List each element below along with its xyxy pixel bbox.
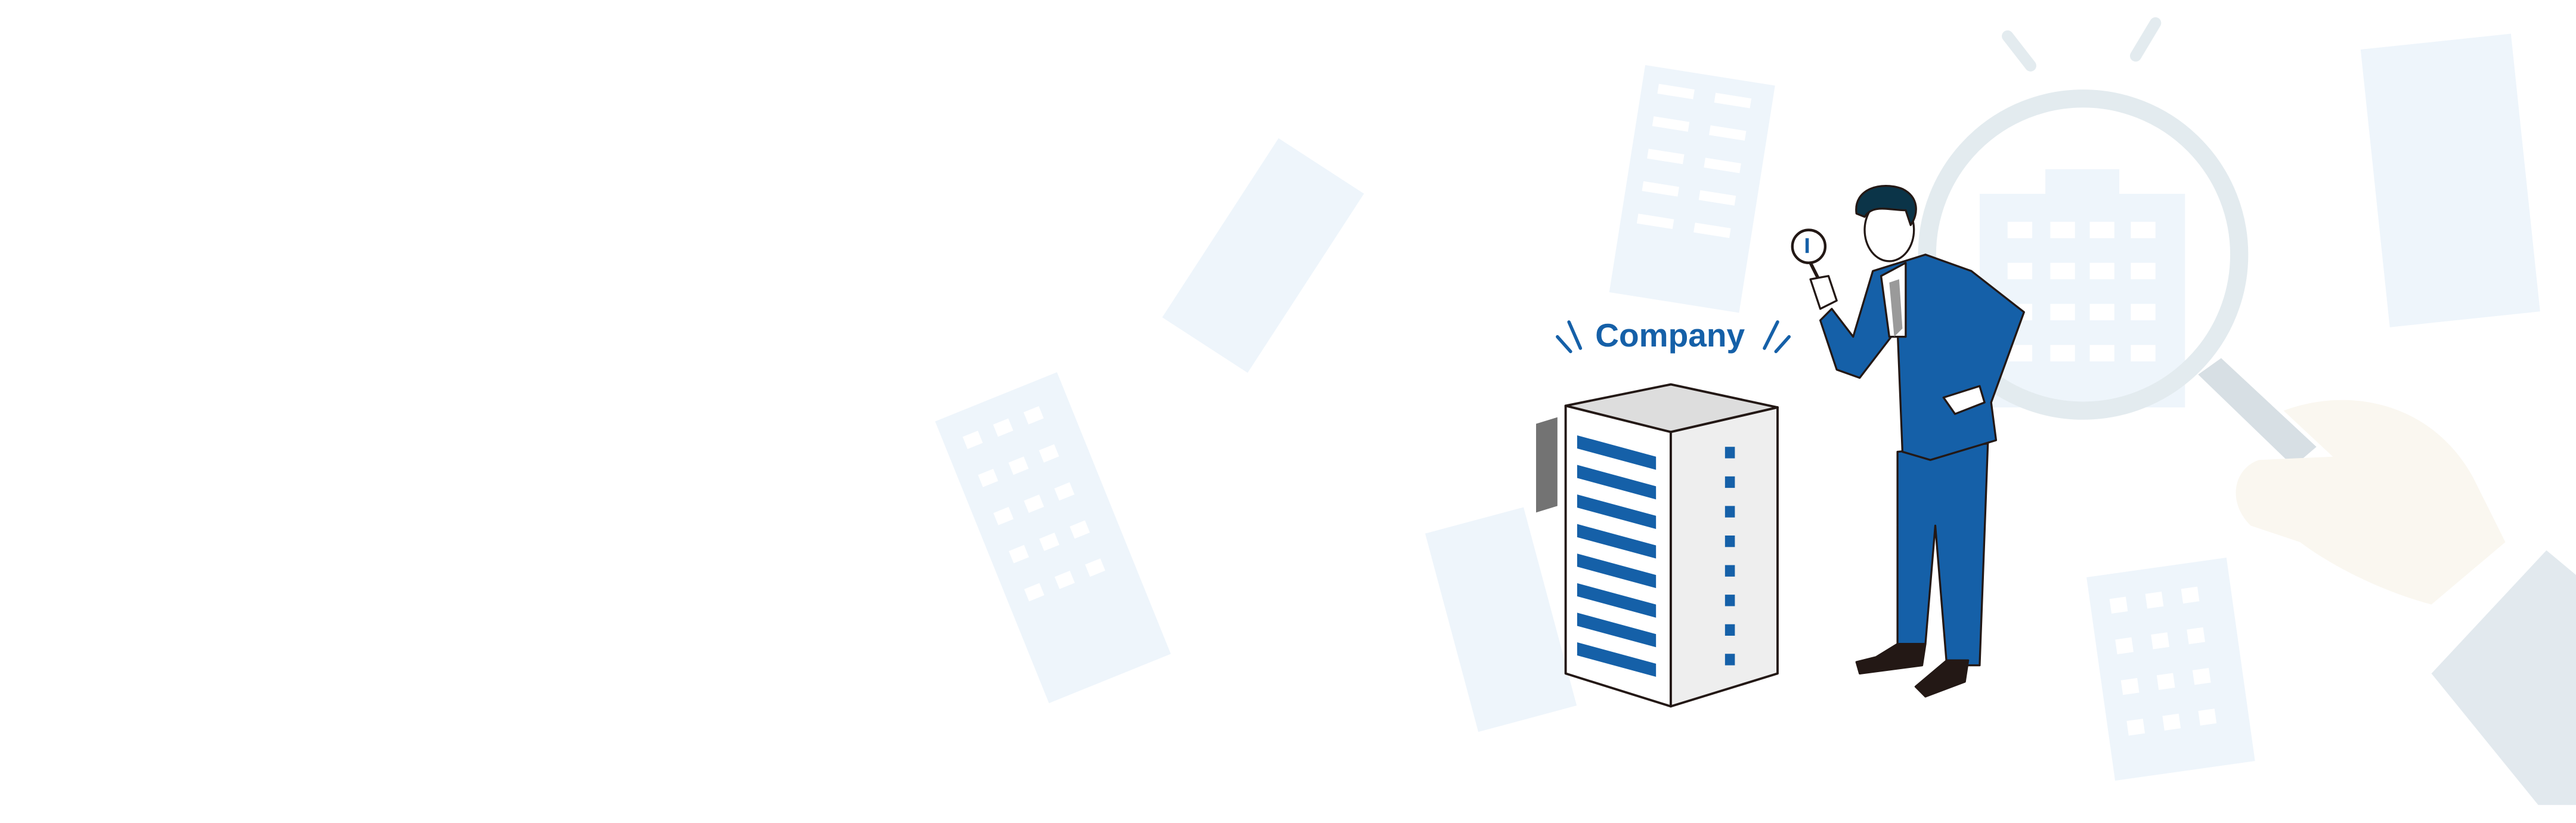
- building-icon: [1536, 383, 1779, 708]
- bg-building-icon: [2086, 558, 2255, 781]
- hand-icon: [2236, 400, 2576, 805]
- sleeve: [2431, 550, 2576, 805]
- bg-building-icon: [1162, 138, 1364, 373]
- bg-building-icon: [2360, 33, 2540, 327]
- bg-building-icon: [1609, 65, 1775, 313]
- bg-building-icon: [1425, 507, 1577, 732]
- businessman-illustration: [1791, 184, 2025, 698]
- company-sign: [1556, 320, 1791, 354]
- company-label: Company: [1595, 317, 1745, 354]
